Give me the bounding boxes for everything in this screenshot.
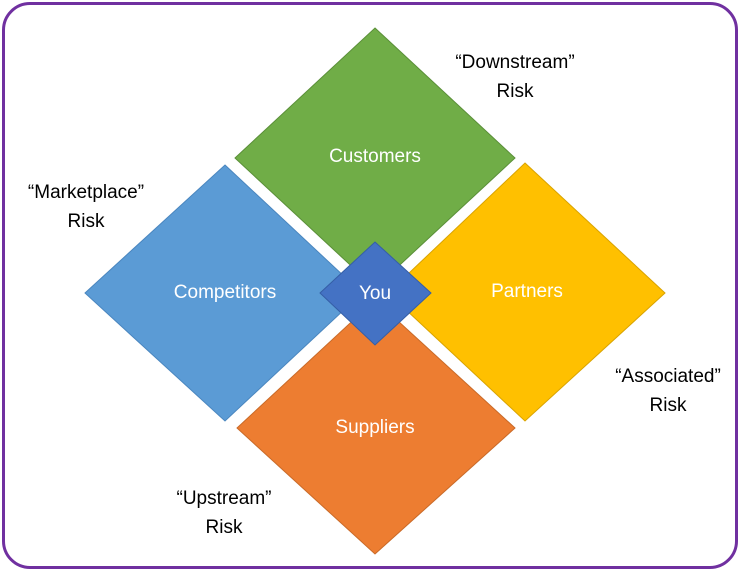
associated-risk-label: “Associated” Risk	[615, 362, 721, 420]
risk-word: Risk	[649, 395, 687, 416]
risk-word: Risk	[67, 211, 105, 232]
risk-name: “Associated”	[615, 366, 721, 387]
risk-word: Risk	[205, 517, 243, 538]
risk-name: “Upstream”	[176, 488, 272, 509]
marketplace-risk-label: “Marketplace” Risk	[28, 178, 144, 236]
suppliers-label: Suppliers	[335, 417, 415, 438]
diagram-frame	[2, 2, 738, 569]
customers-label: Customers	[329, 146, 421, 167]
partners-label: Partners	[491, 281, 563, 302]
competitors-diamond	[84, 164, 363, 422]
competitors-label: Competitors	[173, 282, 277, 303]
risk-word: Risk	[496, 81, 534, 102]
risk-name: “Marketplace”	[27, 182, 145, 203]
upstream-risk-label: “Upstream” Risk	[176, 484, 271, 542]
you-label: You	[358, 283, 392, 304]
downstream-risk-label: “Downstream” Risk	[455, 48, 574, 106]
suppliers-diamond	[236, 299, 516, 555]
risk-name: “Downstream”	[455, 52, 575, 73]
you-diamond	[319, 241, 432, 346]
partners-diamond	[387, 162, 666, 422]
